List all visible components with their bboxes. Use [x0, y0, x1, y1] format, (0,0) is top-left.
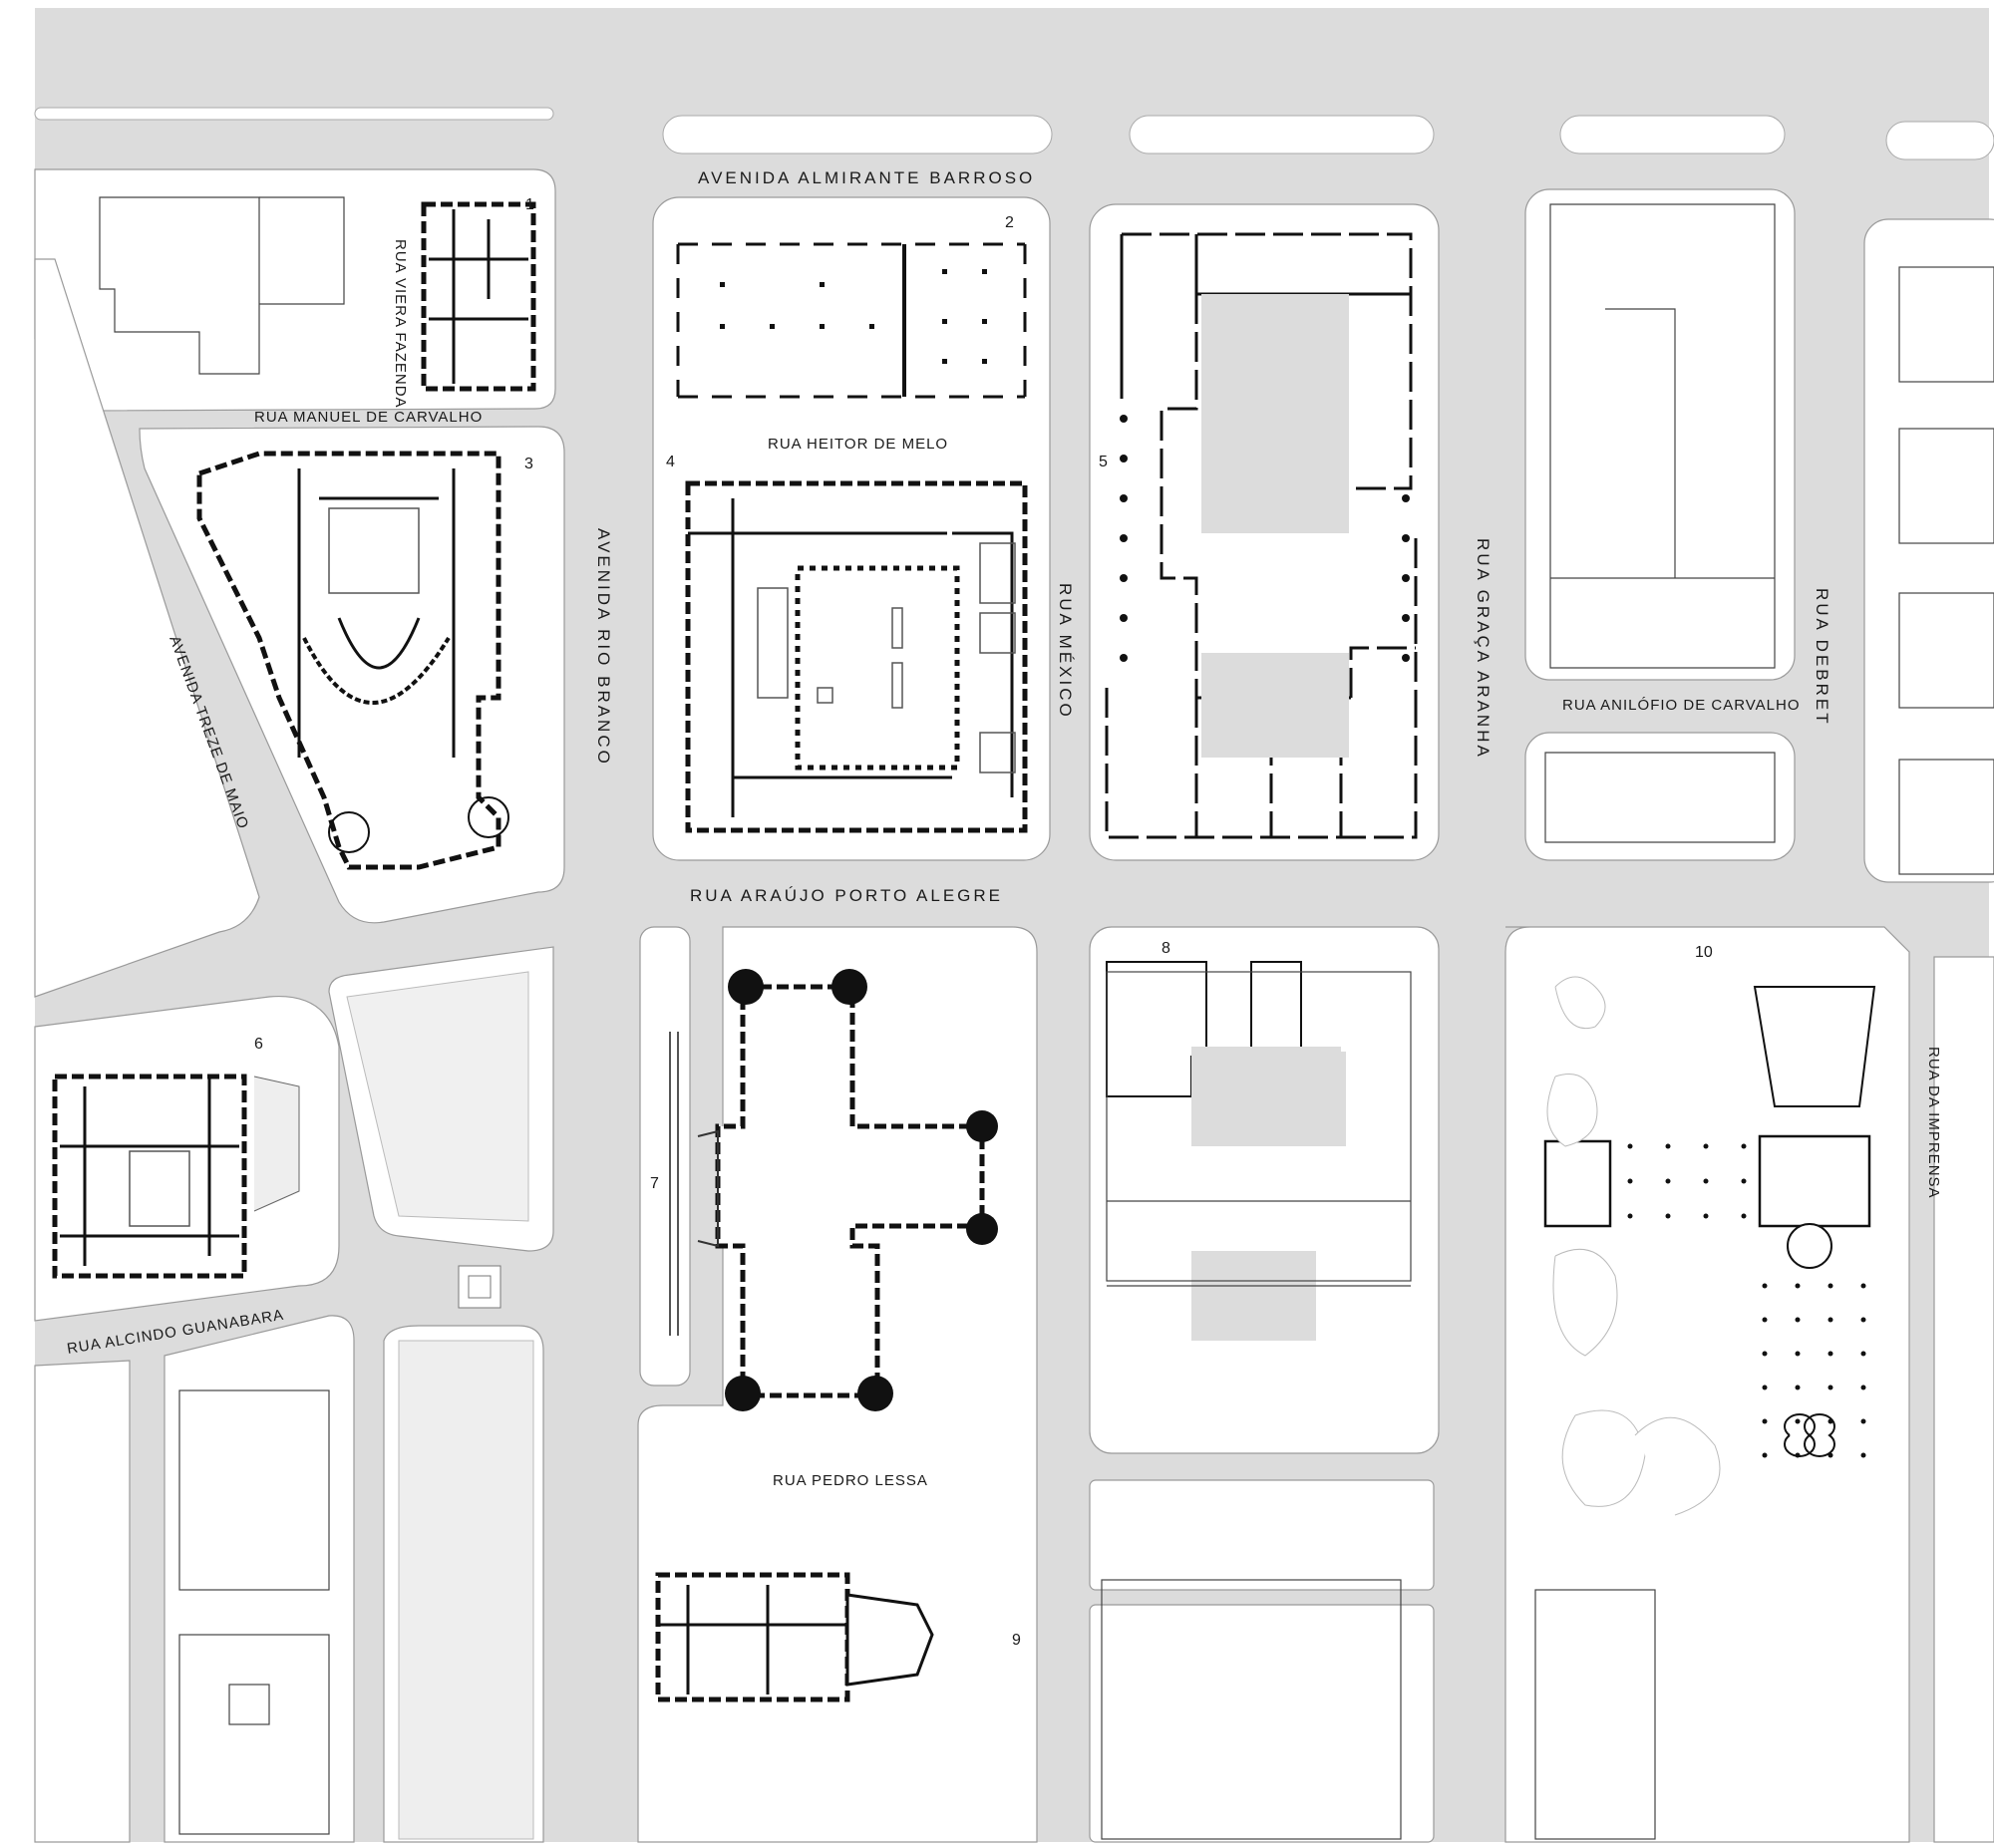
- median-strips: [34, 107, 1994, 160]
- label-rua-debret: RUA DEBRET: [1813, 588, 1831, 727]
- pilotis-column: [1741, 1143, 1747, 1149]
- pilotis-column: [1860, 1317, 1866, 1323]
- pilotis-column: [1762, 1351, 1768, 1357]
- label-avenida-rio-branco: AVENIDA RIO BRANCO: [594, 528, 613, 767]
- context-buildings: [99, 196, 1994, 1840]
- building-number-7: 7: [650, 1175, 659, 1192]
- pilotis-column: [1665, 1213, 1671, 1219]
- label-rua-heitor-de-melo: RUA HEITOR DE MELO: [768, 436, 948, 453]
- pilotis-column: [1703, 1178, 1709, 1184]
- pilotis-column: [1627, 1143, 1633, 1149]
- building-5-plan: [1105, 232, 1418, 839]
- pilotis-column: [1860, 1452, 1866, 1458]
- pilotis-column: [1703, 1213, 1709, 1219]
- pilotis-column: [1828, 1385, 1833, 1390]
- pilotis-column: [1762, 1317, 1768, 1323]
- pilotis-column: [1828, 1418, 1833, 1424]
- pilotis-column: [1795, 1283, 1801, 1289]
- building-number-4: 4: [666, 454, 675, 470]
- pilotis-column: [1627, 1213, 1633, 1219]
- pilotis-column: [1860, 1418, 1866, 1424]
- label-rua-araujo-porto-alegre: RUA ARAÚJO PORTO ALEGRE: [690, 886, 1003, 905]
- pilotis-column: [1860, 1385, 1866, 1390]
- pilotis-column: [1795, 1418, 1801, 1424]
- label-rua-mexico: RUA MÉXICO: [1056, 583, 1075, 720]
- building-number-10: 10: [1695, 944, 1713, 961]
- building-8-plan: [1106, 961, 1412, 1341]
- garden-pattern: [346, 971, 529, 1222]
- label-rua-graca-aranha: RUA GRAÇA ARANHA: [1474, 538, 1493, 760]
- pilotis-column: [1828, 1283, 1833, 1289]
- pilotis-column: [1762, 1385, 1768, 1390]
- building-3-plan: [196, 451, 509, 870]
- label-rua-viera-fazenda: RUA VIERA FAZENDA: [392, 239, 409, 409]
- building-10-plan: [1543, 976, 1876, 1516]
- building-6-plan: [52, 1074, 300, 1279]
- building-number-1: 1: [525, 196, 534, 213]
- pilotis-column: [1665, 1178, 1671, 1184]
- pilotis-column: [1762, 1418, 1768, 1424]
- building-number-5: 5: [1099, 454, 1108, 470]
- label-rua-anilofio-de-carvalho: RUA ANILÓFIO DE CARVALHO: [1562, 697, 1801, 714]
- label-rua-manuel-de-carvalho: RUA MANUEL DE CARVALHO: [254, 409, 483, 426]
- pilotis-column: [1860, 1283, 1866, 1289]
- pilotis-column: [1665, 1143, 1671, 1149]
- label-avenida-almirante-barroso: AVENIDA ALMIRANTE BARROSO: [698, 168, 1035, 187]
- building-number-2: 2: [1005, 214, 1014, 231]
- building-9-plan: [655, 1572, 934, 1702]
- pilotis-column: [1795, 1452, 1801, 1458]
- building-number-3: 3: [524, 456, 533, 472]
- pilotis-column: [1762, 1452, 1768, 1458]
- building-2-plan: [676, 242, 1027, 399]
- label-rua-pedro-lessa: RUA PEDRO LESSA: [773, 1472, 928, 1489]
- pilotis-column: [1762, 1283, 1768, 1289]
- pilotis-column: [1828, 1452, 1833, 1458]
- building-1-plan: [421, 201, 536, 392]
- building-4-plan: [685, 480, 1028, 833]
- pilotis-column: [1795, 1385, 1801, 1390]
- building-number-9: 9: [1012, 1632, 1021, 1649]
- pilotis-column: [1741, 1178, 1747, 1184]
- pilotis-column: [1828, 1317, 1833, 1323]
- pilotis-column: [1741, 1213, 1747, 1219]
- pilotis-column: [1828, 1351, 1833, 1357]
- building-number-8: 8: [1162, 940, 1170, 957]
- pilotis-column: [1795, 1351, 1801, 1357]
- label-rua-da-imprensa: RUA DA IMPRENSA: [1925, 1047, 1942, 1199]
- building-7-plan: [669, 969, 998, 1411]
- pilotis-column: [1627, 1178, 1633, 1184]
- pilotis-column: [1795, 1317, 1801, 1323]
- building-number-6: 6: [254, 1036, 263, 1053]
- pilotis-column: [1703, 1143, 1709, 1149]
- pilotis-column: [1860, 1351, 1866, 1357]
